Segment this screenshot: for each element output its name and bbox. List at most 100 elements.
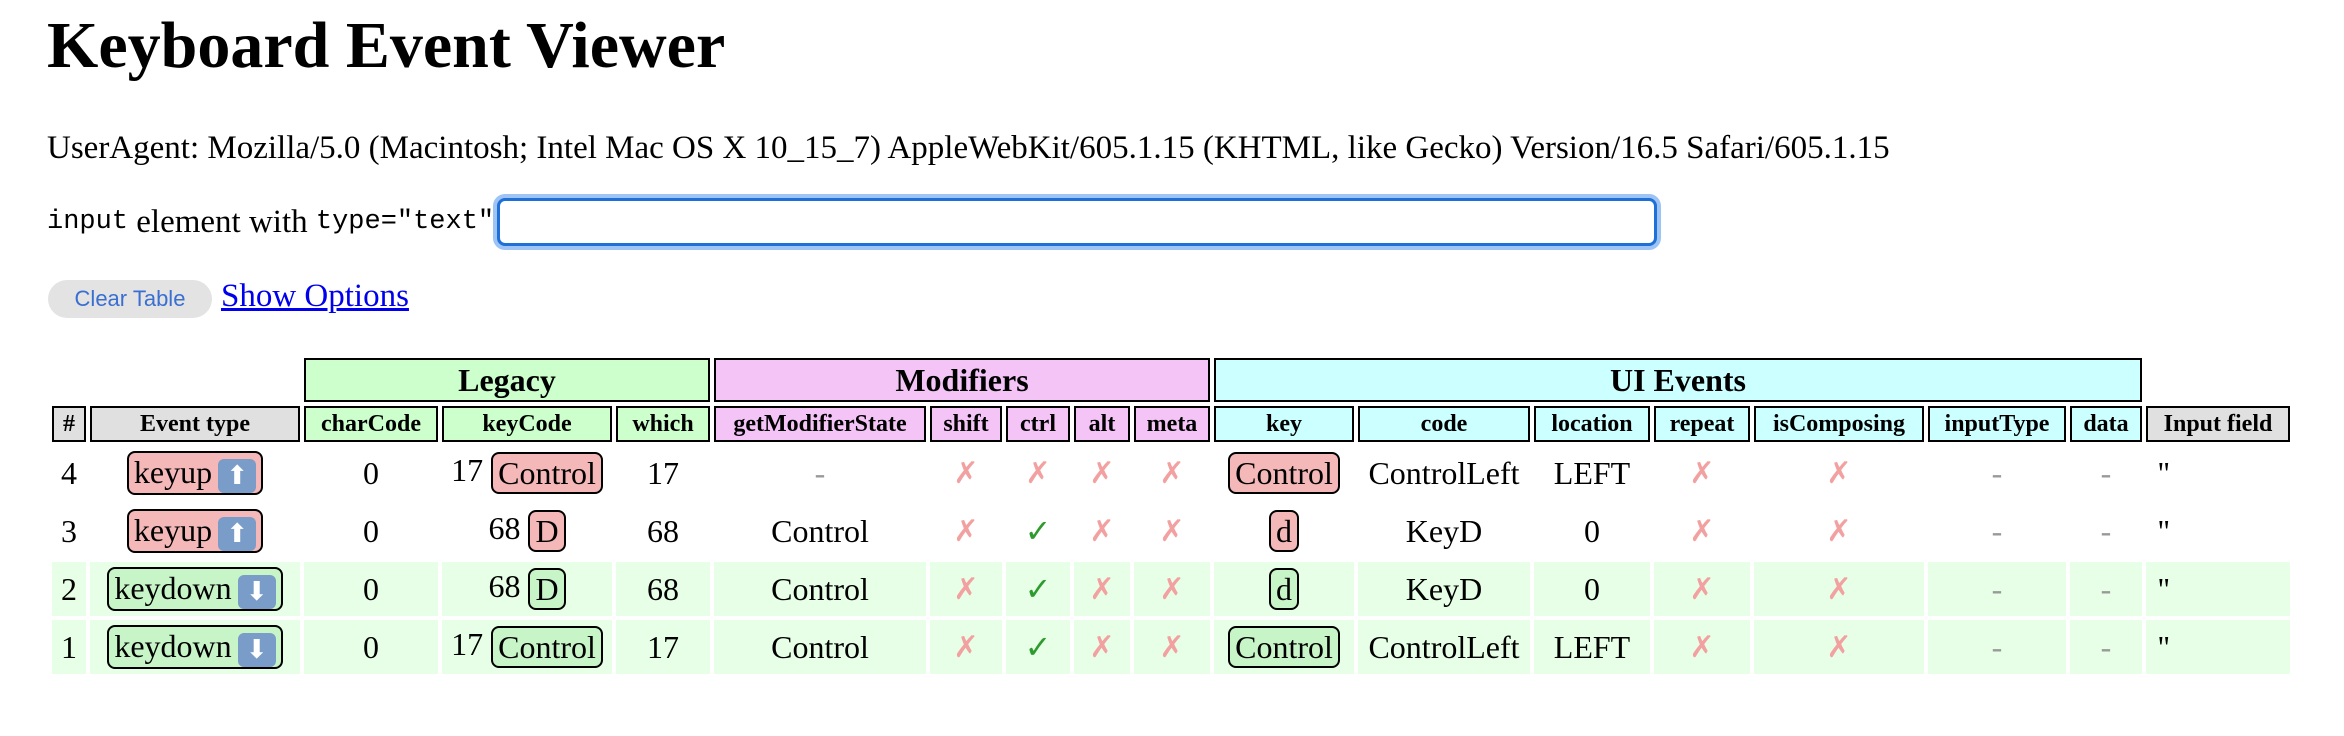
arrow-down-icon: ⬇: [237, 574, 276, 609]
input-type-cell: -: [1928, 562, 2066, 616]
input-type-cell: -: [1928, 620, 2066, 674]
col-header-num: #: [52, 406, 86, 442]
code-cell: KeyD: [1358, 562, 1530, 616]
ctrl-cell: ✓: [1006, 620, 1070, 674]
charcode-cell: 0: [304, 620, 438, 674]
modifier-state-cell: Control: [714, 562, 926, 616]
input-label-type-code: type="text": [315, 207, 495, 237]
keycode-cell: 17 Control: [442, 446, 612, 500]
clear-table-button[interactable]: Clear Table: [48, 280, 212, 318]
alt-cell: ✗: [1074, 504, 1130, 558]
modifier-state-cell: Control: [714, 504, 926, 558]
modifier-state-cell: -: [714, 446, 926, 500]
row-num: 4: [52, 446, 86, 500]
code-cell: KeyD: [1358, 504, 1530, 558]
col-header-is-composing: isComposing: [1754, 406, 1924, 442]
row-num: 2: [52, 562, 86, 616]
ctrl-cell: ✓: [1006, 562, 1070, 616]
meta-cell: ✗: [1134, 562, 1210, 616]
location-cell: LEFT: [1534, 446, 1650, 500]
repeat-cell: ✗: [1654, 620, 1750, 674]
arrow-up-icon: ⬆: [218, 458, 257, 493]
row-num: 3: [52, 504, 86, 558]
data-cell: -: [2070, 620, 2142, 674]
is-composing-cell: ✗: [1754, 620, 1924, 674]
key-badge: d: [1269, 510, 1299, 553]
event-type-cell: keyup⬆: [90, 504, 300, 558]
repeat-cell: ✗: [1654, 446, 1750, 500]
meta-cell: ✗: [1134, 620, 1210, 674]
input-label: input element with type="text":: [47, 196, 503, 248]
charcode-cell: 0: [304, 562, 438, 616]
keycode-cell: 17 Control: [442, 620, 612, 674]
event-type-badge: keyup⬆: [126, 451, 264, 495]
keycode-value: 17: [451, 451, 484, 488]
charcode-cell: 0: [304, 446, 438, 500]
key-cell: Control: [1214, 446, 1354, 500]
col-header-charcode: charCode: [304, 406, 438, 442]
input-label-code: input: [47, 207, 129, 237]
event-type-cell: keydown⬇: [90, 562, 300, 616]
text-input[interactable]: [497, 198, 1657, 246]
table-row: 3 keyup⬆ 0 68 D 68 Control ✗ ✓ ✗ ✗ d Key…: [52, 504, 2290, 558]
user-agent-text: UserAgent: Mozilla/5.0 (Macintosh; Intel…: [47, 130, 1890, 166]
meta-cell: ✗: [1134, 446, 1210, 500]
key-cell: d: [1214, 504, 1354, 558]
event-type-label: keyup: [133, 454, 213, 491]
repeat-cell: ✗: [1654, 562, 1750, 616]
modifier-state-cell: Control: [714, 620, 926, 674]
key-badge: Control: [1228, 626, 1340, 669]
page-title: Keyboard Event Viewer: [47, 9, 726, 82]
col-header-meta: meta: [1134, 406, 1210, 442]
ctrl-cell: ✓: [1006, 504, 1070, 558]
keycode-value: 68: [488, 509, 521, 546]
which-cell: 17: [616, 620, 710, 674]
key-cell: Control: [1214, 620, 1354, 674]
keycode-value: 68: [488, 567, 521, 604]
col-header-repeat: repeat: [1654, 406, 1750, 442]
ctrl-cell: ✗: [1006, 446, 1070, 500]
table-row: 4 keyup⬆ 0 17 Control 17 - ✗ ✗ ✗ ✗ Contr…: [52, 446, 2290, 500]
is-composing-cell: ✗: [1754, 504, 1924, 558]
arrow-up-icon: ⬆: [218, 516, 257, 551]
keycode-cell: 68 D: [442, 562, 612, 616]
col-header-event-type: Event type: [90, 406, 300, 442]
event-type-badge: keydown⬇: [107, 567, 283, 611]
col-header-data: data: [2070, 406, 2142, 442]
keycode-badge: Control: [491, 452, 603, 495]
is-composing-cell: ✗: [1754, 562, 1924, 616]
keycode-badge: D: [528, 510, 566, 553]
col-header-keycode: keyCode: [442, 406, 612, 442]
which-cell: 68: [616, 504, 710, 558]
input-type-cell: -: [1928, 446, 2066, 500]
show-options-link[interactable]: Show Options: [221, 278, 409, 314]
data-cell: -: [2070, 562, 2142, 616]
key-badge: Control: [1228, 452, 1340, 495]
row-num: 1: [52, 620, 86, 674]
charcode-cell: 0: [304, 504, 438, 558]
event-type-badge: keyup⬆: [126, 509, 264, 553]
alt-cell: ✗: [1074, 446, 1130, 500]
which-cell: 17: [616, 446, 710, 500]
ui-events-group-header: UI Events: [1214, 358, 2142, 402]
col-header-alt: alt: [1074, 406, 1130, 442]
code-cell: ControlLeft: [1358, 446, 1530, 500]
location-cell: 0: [1534, 504, 1650, 558]
input-field-cell: '': [2146, 562, 2290, 616]
key-cell: d: [1214, 562, 1354, 616]
event-type-badge: keydown⬇: [107, 625, 283, 669]
location-cell: LEFT: [1534, 620, 1650, 674]
col-header-code: code: [1358, 406, 1530, 442]
repeat-cell: ✗: [1654, 504, 1750, 558]
col-header-input-type: inputType: [1928, 406, 2066, 442]
data-cell: -: [2070, 446, 2142, 500]
col-header-which: which: [616, 406, 710, 442]
keycode-badge: Control: [491, 626, 603, 669]
col-header-shift: shift: [930, 406, 1002, 442]
input-field-cell: '': [2146, 620, 2290, 674]
col-header-input-field: Input field: [2146, 406, 2290, 442]
alt-cell: ✗: [1074, 562, 1130, 616]
col-header-ctrl: ctrl: [1006, 406, 1070, 442]
legacy-group-header: Legacy: [304, 358, 710, 402]
shift-cell: ✗: [930, 562, 1002, 616]
